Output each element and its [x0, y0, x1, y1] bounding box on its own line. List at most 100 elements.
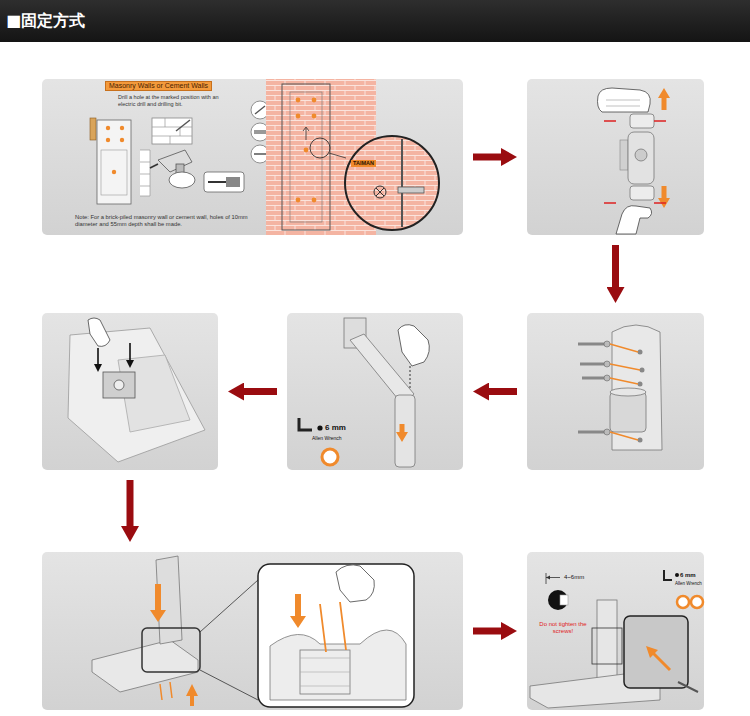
- stand-assembly: [270, 630, 406, 700]
- cover-removal: [630, 186, 654, 200]
- magnifier-detail: [401, 139, 403, 227]
- wall-plate-screws: [638, 438, 643, 443]
- brick-icon: [152, 118, 192, 144]
- template-small: [101, 150, 127, 195]
- stand-assembly: [200, 580, 258, 700]
- cover-removal: [620, 140, 628, 170]
- drill-bit-box: [204, 172, 244, 192]
- wall-plate-screws: [610, 392, 646, 432]
- template-small: [90, 118, 131, 204]
- template-small: [120, 126, 124, 130]
- drill-icon: [150, 164, 158, 168]
- tv-back: [88, 318, 110, 346]
- template-small: [106, 138, 110, 142]
- brick-icon: [176, 120, 190, 131]
- tool-icons: [254, 153, 266, 155]
- brick-wall: [312, 114, 317, 119]
- final-fit: [530, 570, 703, 708]
- stand-assembly: [336, 565, 374, 602]
- final-fit: [678, 682, 698, 692]
- warning-text: Do not tighten the screws!: [539, 621, 587, 635]
- final-fit: [548, 590, 568, 610]
- tool-icons: [254, 130, 266, 134]
- magnifier-detail: [374, 186, 386, 198]
- final-fit: [546, 573, 560, 584]
- brick-wall: [282, 84, 330, 230]
- flow-arrow: [473, 628, 501, 635]
- flow-arrow: [244, 388, 277, 395]
- arm-attach: [398, 325, 429, 366]
- arm-attach: [395, 395, 415, 467]
- final-fit: [546, 576, 550, 580]
- magnifier-detail: [345, 136, 439, 230]
- magnifier-detail: [398, 187, 424, 193]
- cover-removal: [604, 120, 666, 122]
- stand-assembly: [186, 684, 198, 706]
- tv-back: [94, 360, 134, 372]
- stand-assembly: [160, 682, 172, 700]
- stand-assembly: [300, 658, 350, 686]
- stand-assembly: [92, 556, 414, 707]
- flow-arrow: [489, 388, 517, 395]
- tv-back: [103, 372, 135, 398]
- final-fit: [646, 646, 658, 658]
- cover-removal: [604, 202, 666, 204]
- wall-plate-screws: [638, 382, 643, 387]
- template-small: [97, 120, 131, 204]
- cover-removal: [606, 100, 640, 106]
- stand-assembly: [290, 594, 306, 628]
- tool-name-label: Allen Wrench: [675, 581, 702, 586]
- stand-assembly: [142, 628, 200, 672]
- final-fit: [691, 596, 703, 608]
- wall-plate-screws: [578, 325, 662, 450]
- brick-wall: [310, 138, 330, 158]
- final-fit: [675, 573, 679, 577]
- brick-wall: [303, 127, 309, 140]
- brick-wall: [312, 198, 317, 203]
- wall-plate-screws: [578, 344, 606, 432]
- template-small: [112, 170, 116, 174]
- final-fit: [652, 652, 670, 670]
- stand-assembly: [320, 602, 346, 652]
- arm-attach: [410, 366, 411, 388]
- magnifier-detail: [376, 188, 384, 196]
- arm-attach: [317, 425, 322, 430]
- heading-text: Masonry Walls or Cement Walls: [109, 82, 208, 90]
- wall-plate-screws: [638, 350, 643, 355]
- brick-wall: [296, 98, 301, 103]
- brick-wall: [290, 92, 322, 222]
- cover-removal: [616, 206, 652, 234]
- cover-removal: [598, 88, 671, 234]
- wall-plate-screws: [604, 341, 610, 347]
- cover-removal: [630, 114, 654, 128]
- wall-plate-screws: [610, 344, 640, 440]
- flow-arrow: [127, 480, 134, 526]
- tool-size-label: 6 mm: [325, 423, 346, 433]
- drill-bit-box: [208, 181, 226, 183]
- title-bar: ■固定方式: [0, 0, 750, 42]
- stand-assembly: [92, 640, 198, 692]
- template-small: [120, 138, 124, 142]
- tv-back: [68, 318, 205, 462]
- note-text: Note: For a brick-piled masonry wall or …: [75, 214, 263, 228]
- cover-removal: [658, 88, 670, 110]
- arm-attach: [299, 418, 312, 430]
- instruction-text: Drill a hole at the marked position with…: [118, 94, 223, 107]
- wall-plate-screws: [610, 388, 646, 396]
- final-fit: [664, 570, 672, 580]
- dimension-label: 4~6mm: [564, 574, 584, 581]
- tv-back: [114, 380, 124, 390]
- final-fit: [592, 628, 622, 664]
- stand-assembly: [300, 650, 350, 694]
- drill-bit-box: [226, 177, 240, 187]
- brick-wall: [304, 148, 309, 153]
- stand-assembly: [258, 564, 414, 707]
- arm-attach: [396, 424, 408, 442]
- drill-bit-box: [204, 172, 244, 192]
- brick-wall: [296, 198, 301, 203]
- cover-removal: [598, 88, 651, 112]
- cover-removal: [658, 186, 670, 208]
- drill-icon: [140, 150, 195, 196]
- tool-icons: [255, 106, 265, 114]
